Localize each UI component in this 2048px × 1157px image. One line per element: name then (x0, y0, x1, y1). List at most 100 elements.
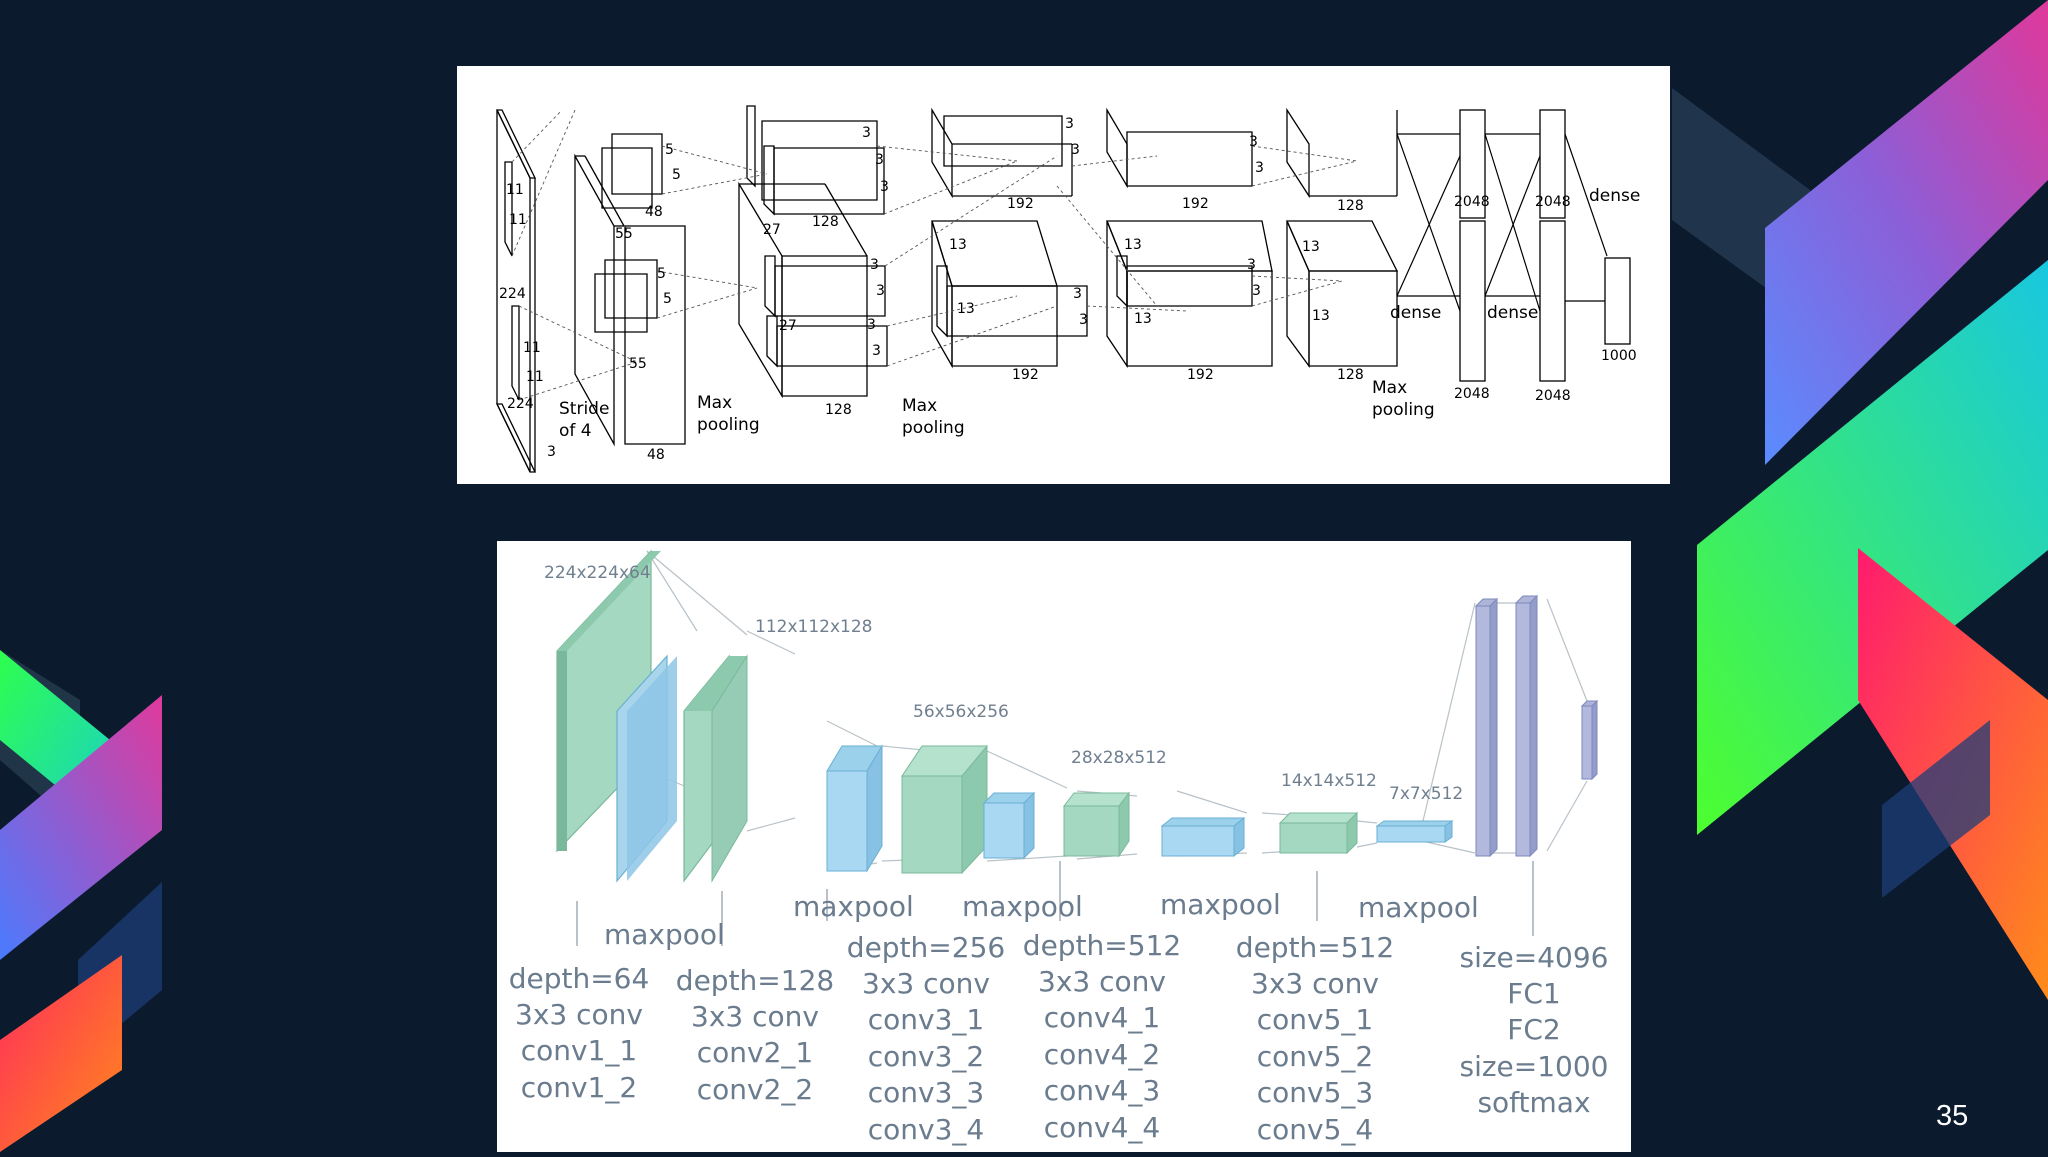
maxpool-label: maxpool (793, 890, 914, 923)
label: 3 (870, 257, 879, 273)
label: 13 (1312, 308, 1330, 324)
vgg-architecture-diagram: 224x224x64 112x112x128 56x56x256 28x28x5… (497, 541, 1631, 1152)
label: 3 (547, 444, 556, 460)
alexnet-conv4-block (1106, 107, 1128, 189)
label: 3 (1065, 116, 1074, 132)
block4-line: 3x3 conv (1038, 965, 1166, 998)
vgg-diagram-canvas: 224x224x64 112x112x128 56x56x256 28x28x5… (509, 549, 1609, 1146)
label: 2048 (1454, 194, 1490, 210)
label: 3 (876, 283, 885, 299)
label: 3 (875, 152, 884, 168)
label: 3 (1255, 160, 1264, 176)
dim-label: 7x7x512 (1389, 784, 1463, 804)
label: 2048 (1535, 388, 1571, 404)
block3-line: conv3_2 (868, 1040, 984, 1073)
label: 11 (506, 182, 524, 198)
label: 11 (526, 369, 544, 385)
label: 3 (867, 317, 876, 333)
block2-line: conv2_2 (697, 1073, 813, 1106)
block5-line: 3x3 conv (1251, 967, 1379, 1000)
block1-line: conv1_1 (521, 1034, 637, 1067)
fc-line: size=1000 (1459, 1050, 1608, 1083)
label: 192 (1007, 196, 1034, 212)
label: 224 (499, 286, 526, 302)
label: 128 (1337, 198, 1364, 214)
label: 5 (665, 142, 674, 158)
label: 3 (872, 343, 881, 359)
label: Stride (559, 399, 609, 419)
alexnet-dense1-bottom (1459, 220, 1486, 382)
block1-line: 3x3 conv (515, 998, 643, 1031)
dim-label: 28x28x512 (1071, 748, 1167, 768)
label: 11 (523, 340, 541, 356)
vgg-block5 (1375, 820, 1454, 843)
block5-line: conv5_4 (1257, 1113, 1373, 1146)
label: 48 (645, 204, 663, 220)
label: 3 (1249, 134, 1258, 150)
block3-line: conv3_1 (868, 1003, 984, 1036)
vgg-block2 (826, 744, 988, 875)
dim-label: 56x56x256 (913, 702, 1009, 722)
label: 3 (880, 179, 889, 195)
block4-line: conv4_3 (1044, 1074, 1160, 1107)
maxpool-label: maxpool (962, 890, 1083, 923)
label: Max (697, 393, 732, 413)
maxpool-label: maxpool (604, 918, 725, 951)
fc-line: size=4096 (1459, 941, 1608, 974)
vgg-block4 (1160, 811, 1359, 858)
block3-line: conv3_4 (868, 1113, 984, 1146)
label: 3 (862, 125, 871, 141)
vgg-fc-layers (1474, 594, 1599, 858)
alexnet-dense1-top (1459, 109, 1486, 219)
maxpool-label: maxpool (1160, 888, 1281, 921)
label: dense (1589, 186, 1640, 206)
label: 3 (1073, 286, 1082, 302)
label: pooling (1372, 400, 1435, 420)
alexnet-output-layer (1604, 257, 1631, 345)
fc-line: FC1 (1507, 977, 1560, 1010)
block4-line: depth=512 (1023, 929, 1181, 962)
block4-line: conv4_1 (1044, 1001, 1160, 1034)
dim-label: 112x112x128 (755, 617, 872, 637)
label: 55 (615, 226, 633, 242)
alexnet-architecture-diagram: 11 11 224 11 11 224 3 Stride of 4 55 55 … (457, 66, 1670, 484)
alexnet-conv3-block (931, 107, 953, 199)
fc-line: softmax (1477, 1086, 1590, 1119)
label: 128 (812, 214, 839, 230)
alexnet-dense2-top (1539, 109, 1566, 219)
label: 128 (825, 402, 852, 418)
label: 5 (672, 167, 681, 183)
block5-line: conv5_3 (1257, 1076, 1373, 1109)
label: 192 (1012, 367, 1039, 383)
label: pooling (697, 415, 760, 435)
dim-label: 224x224x64 (544, 563, 651, 583)
label: 13 (957, 301, 975, 317)
label: 3 (1079, 312, 1088, 328)
block5-line: conv5_2 (1257, 1040, 1373, 1073)
block1-line: depth=64 (509, 962, 650, 995)
page-number: 35 (1936, 1100, 1969, 1132)
label: 192 (1182, 196, 1209, 212)
dim-label: 14x14x512 (1281, 771, 1377, 791)
label: 5 (663, 291, 672, 307)
block4-line: conv4_4 (1044, 1111, 1160, 1144)
block3-line: 3x3 conv (862, 967, 990, 1000)
label: 11 (509, 212, 527, 228)
alexnet-dense2-bottom (1539, 220, 1566, 382)
label: Max (1372, 378, 1407, 398)
label: Max (902, 396, 937, 416)
vgg-block1 (556, 549, 748, 883)
block2-line: conv2_1 (697, 1036, 813, 1069)
alexnet-kernel-11 (504, 161, 513, 257)
block2-line: depth=128 (676, 964, 834, 997)
label: 27 (763, 222, 781, 238)
label: 13 (949, 237, 967, 253)
label: 2048 (1535, 194, 1571, 210)
block5-line: conv5_1 (1257, 1003, 1373, 1036)
label: dense (1390, 303, 1441, 323)
maxpool-label: maxpool (1358, 891, 1479, 924)
label: 13 (1124, 237, 1142, 253)
alexnet-conv5-block (1286, 107, 1310, 199)
